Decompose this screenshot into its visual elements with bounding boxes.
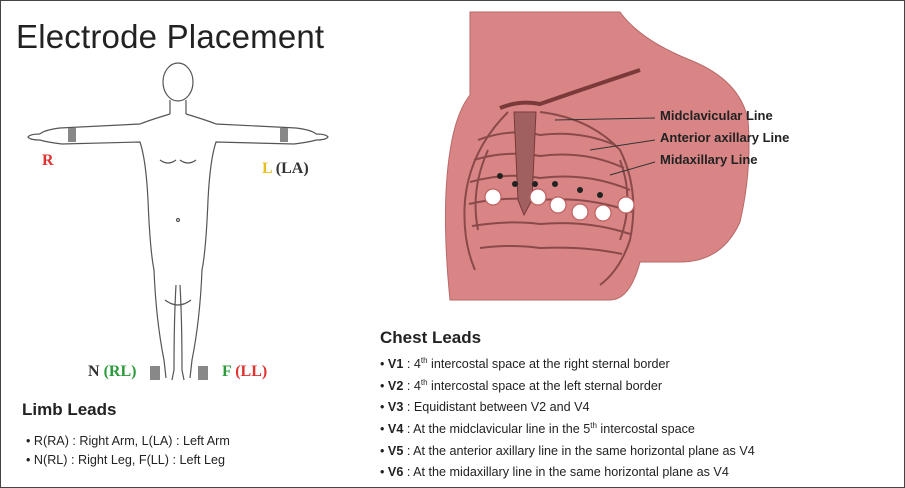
chest-lead-item: • V3 : Equidistant between V2 and V4 <box>380 395 755 417</box>
electrode-v6 <box>618 197 634 213</box>
chest-lead-item: • V5 : At the anterior axillary line in … <box>380 439 755 461</box>
electrode-v1 <box>485 189 501 205</box>
chest-lead-item: • V2 : 4th intercostal space at the left… <box>380 374 755 396</box>
chest-lead-item: • V6 : At the midaxillary line in the sa… <box>380 460 755 482</box>
electrode-v2 <box>530 189 546 205</box>
anterior-axillary-line-label: Anterior axillary Line <box>660 130 789 145</box>
chest-lead-item: • V4 : At the midclavicular line in the … <box>380 417 755 439</box>
midaxillary-line-label: Midaxillary Line <box>660 152 758 167</box>
midclavicular-line-label: Midclavicular Line <box>660 108 773 123</box>
chest-lead-item: • V1 : 4th intercostal space at the righ… <box>380 352 755 374</box>
chest-leads-heading: Chest Leads <box>380 328 481 348</box>
electrode-v5 <box>595 205 611 221</box>
electrode-v3 <box>550 197 566 213</box>
electrode-v4 <box>572 204 588 220</box>
chest-leads-list: • V1 : 4th intercostal space at the righ… <box>380 352 755 482</box>
